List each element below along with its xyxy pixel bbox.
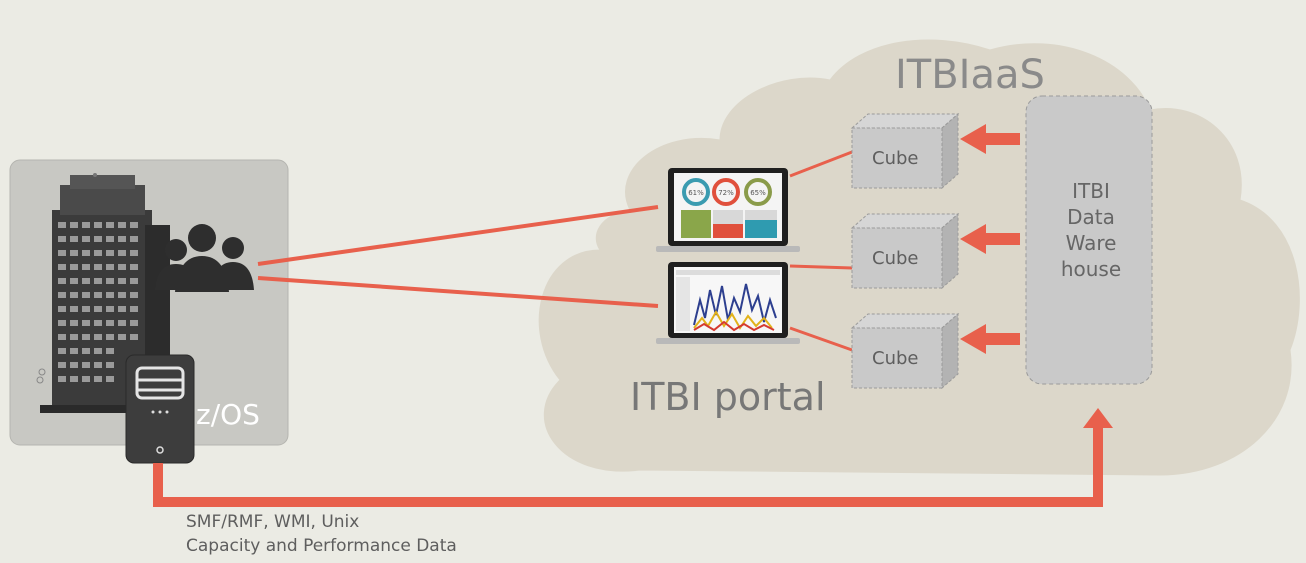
arrow-warehouse-cube-3 bbox=[960, 324, 1020, 354]
dashboard-pct-2: 72% bbox=[718, 189, 734, 197]
connector-laptop-cube-3 bbox=[789, 326, 853, 352]
server-icon bbox=[125, 354, 195, 464]
data-warehouse-line-1: ITBI bbox=[1072, 179, 1110, 203]
data-flow-line-1: SMF/RMF, WMI, Unix bbox=[186, 512, 360, 532]
data-flow-line-2: Capacity and Performance Data bbox=[186, 536, 457, 556]
connector-users-laptop-top bbox=[257, 205, 659, 266]
portal-title: ITBI portal bbox=[630, 375, 826, 419]
cube-2-shape bbox=[850, 212, 960, 290]
data-warehouse-line-4: house bbox=[1060, 257, 1122, 281]
data-warehouse-line-3: Ware bbox=[1065, 231, 1117, 255]
arrow-warehouse-cube-2 bbox=[960, 224, 1020, 254]
cloud-title: ITBIaaS bbox=[895, 52, 1045, 98]
cube-1-shape bbox=[850, 112, 960, 190]
data-flow-arrow bbox=[153, 408, 1113, 507]
data-warehouse-box bbox=[1025, 95, 1153, 385]
users-icon bbox=[155, 224, 254, 292]
zos-label: z/OS bbox=[196, 398, 260, 431]
arrow-warehouse-cube-1 bbox=[960, 124, 1020, 154]
dashboard-pct-1: 61% bbox=[688, 189, 704, 197]
data-warehouse-line-2: Data bbox=[1067, 205, 1115, 229]
cube-2-label: Cube bbox=[872, 248, 919, 269]
cube-1-label: Cube bbox=[872, 148, 919, 169]
cube-3-label: Cube bbox=[872, 348, 919, 369]
laptop-chart-icon bbox=[656, 262, 800, 344]
connector-laptop-cube-2 bbox=[789, 264, 853, 270]
data-flow-label: SMF/RMF, WMI, Unix Capacity and Performa… bbox=[186, 510, 457, 558]
connector-users-laptop-bottom bbox=[257, 276, 659, 308]
connector-laptop-cube-1 bbox=[789, 150, 853, 178]
data-warehouse-label: ITBI Data Ware house bbox=[1030, 178, 1152, 282]
cube-3-shape bbox=[850, 312, 960, 390]
laptop-dashboard-icon: 61% 72% 65% bbox=[656, 168, 800, 252]
dashboard-pct-3: 65% bbox=[750, 189, 766, 197]
